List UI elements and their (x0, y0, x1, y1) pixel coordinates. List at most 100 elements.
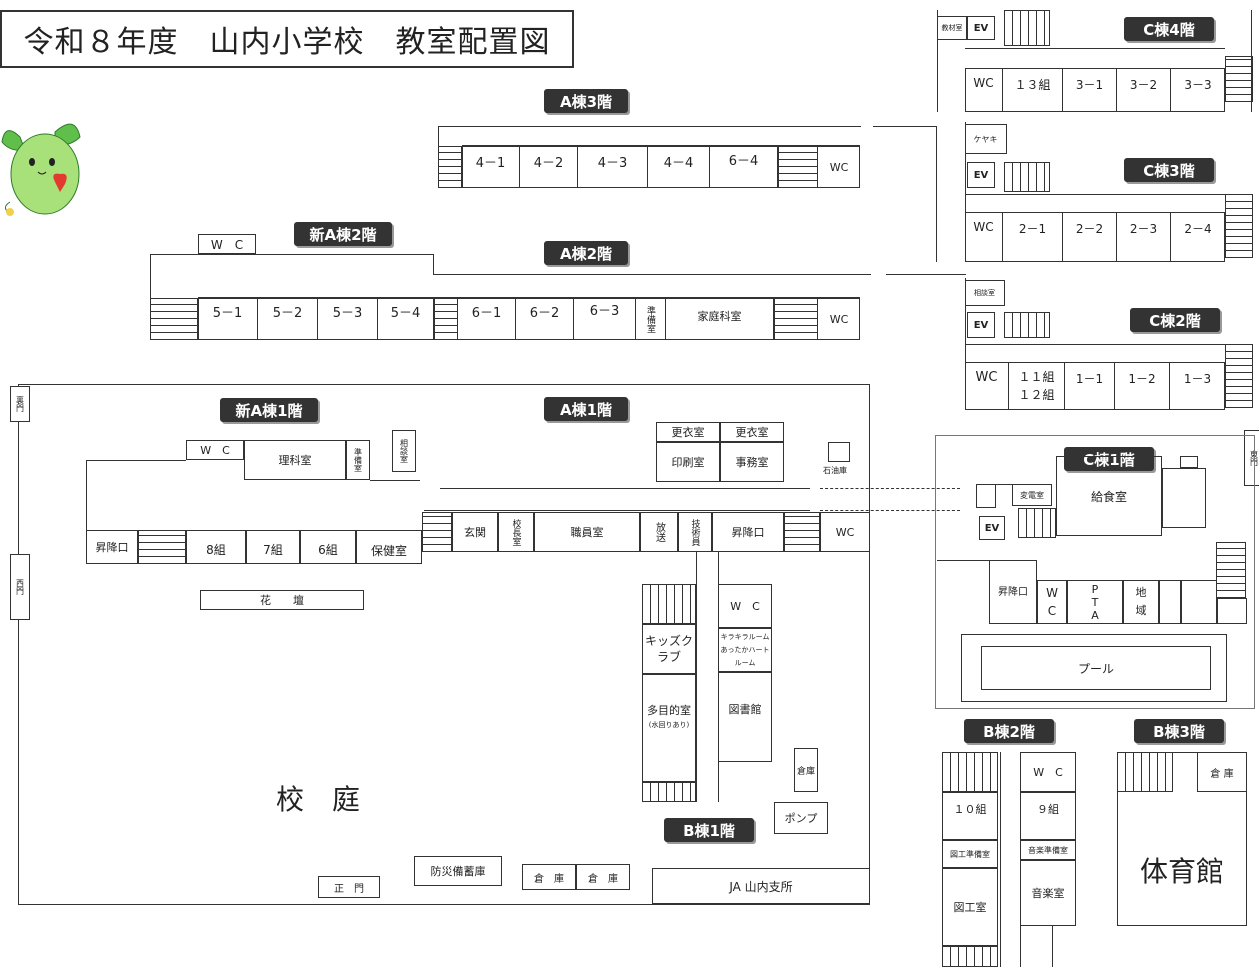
c3-stairs-right (1225, 194, 1253, 258)
ground-bottom (18, 904, 870, 905)
a1-changing-1: 更衣室 (656, 422, 720, 442)
flowerbed: 花 壇 (200, 590, 364, 610)
c3-ev: EV (973, 169, 989, 181)
c2-corridor (965, 344, 1225, 345)
c1-kitchen-tab (1180, 456, 1198, 468)
a2-room-5-1: 5－1 (198, 298, 258, 340)
ground-top (18, 384, 870, 385)
a1-corridor-top (440, 488, 810, 489)
new-a1-stairs (138, 530, 186, 564)
b1-stairs-top (642, 584, 696, 624)
a1-office: 事務室 (720, 442, 784, 482)
new-a1-wc: W C (186, 440, 244, 460)
c1-box-a (1159, 580, 1181, 624)
a2-room-5-3: 5－3 (318, 298, 378, 340)
a3-outer-top (438, 126, 861, 127)
c4-wc: WC (965, 68, 1003, 112)
c4-ev: EV (973, 22, 989, 34)
new-a1-top (86, 460, 186, 461)
c2-room-1-1: 1－1 (1065, 362, 1115, 410)
storage-2: 倉 庫 (576, 864, 630, 890)
schoolyard-label: 校 庭 (276, 783, 361, 816)
title-box: 令和８年度 山内小学校 教室配置図 (0, 10, 574, 68)
c2-counseling: 相談室 (965, 280, 1005, 306)
a3-stairs-left (438, 146, 462, 188)
a1-broadcast: 放送 (640, 512, 678, 552)
b2-art-prep: 図工準備室 (942, 840, 998, 868)
c1-box-c (1217, 598, 1247, 624)
b1-corridor-left (696, 552, 697, 802)
c3-room-2-2: 2－2 (1063, 212, 1117, 262)
b3-outer (1117, 752, 1247, 926)
a2-room-6-2: 6－2 (516, 298, 574, 340)
new-a1-left (86, 460, 87, 530)
a2-room-6-1: 6－1 (458, 298, 516, 340)
a3-room-4-1: 4－1 (462, 146, 520, 188)
c1-transformer: 変電室 (1012, 484, 1052, 506)
a3-stairs-right (778, 146, 818, 188)
c3-stairs (1004, 162, 1050, 192)
ground-left (18, 384, 19, 904)
b1-multi-label: 多目的室 (647, 704, 691, 717)
a1-wc: WC (820, 512, 870, 552)
a1-principal: 校長室 (498, 512, 534, 552)
floor-label-new-a1: 新A棟1階 (220, 398, 318, 422)
c4-room-13: １３組 (1003, 68, 1063, 112)
west-gate: 西門 (10, 554, 30, 620)
floor-label-a1: A棟1階 (544, 397, 628, 421)
c1-box-b (1181, 580, 1217, 624)
c2-elevator: EV (967, 312, 995, 338)
c2-room-1-2: 1－2 (1115, 362, 1170, 410)
b1-kids-club: キッズクラブ (642, 624, 696, 674)
a2-room-row (198, 298, 860, 340)
a3-room-4-3: 4－3 (578, 146, 648, 188)
page-title: 令和８年度 山内小学校 教室配置図 (23, 25, 551, 60)
c2-ev: EV (973, 319, 989, 331)
new-a1-wc-label: W C (200, 444, 230, 457)
a1-stairs-left (422, 512, 452, 552)
a1-print-room: 印刷室 (656, 442, 720, 482)
new-a1-room-8: 8組 (186, 530, 246, 564)
pool-outer (961, 634, 1227, 702)
floor-label-b1: B棟1階 (664, 818, 754, 842)
c3-elevator: EV (967, 162, 995, 188)
new-a1-top2 (370, 480, 420, 481)
new-a1-entry: 昇降口 (86, 530, 138, 564)
new-a1-room-7: 7組 (246, 530, 300, 564)
a2-home-ec: 家庭科室 (666, 298, 774, 340)
c1-pta: P T A (1067, 580, 1123, 624)
c1-kitchen: 給食室 (1056, 456, 1162, 536)
c4-corridor (965, 48, 1225, 49)
c1-kitchen-side (1162, 468, 1206, 528)
b2-music-prep: 音楽準備室 (1020, 840, 1076, 860)
a3-room-4-4: 4－4 (648, 146, 710, 188)
c4-room-3-2: 3－2 (1117, 68, 1171, 112)
health-room: 保健室 (356, 530, 422, 564)
c4-stairs-right (1225, 56, 1253, 102)
c1-wall-left (937, 560, 989, 561)
a1-entry: 昇降口 (712, 512, 784, 552)
a2-corridor (198, 297, 860, 298)
a3-room-4-2: 4－2 (520, 146, 578, 188)
b1-heart-room: キラキラルーム あったかハートルーム (718, 628, 772, 672)
new-a1-room-6: 6組 (300, 530, 356, 564)
c1-entry: 昇降口 (989, 560, 1037, 624)
a1-tech-label: 技術員 (689, 518, 700, 546)
b1-stairs-bottom (642, 782, 696, 802)
a2-room-5-2: 5－2 (258, 298, 318, 340)
c1-elevator: EV (979, 516, 1005, 540)
c3-wc: WC (965, 212, 1003, 262)
b2-music-room: 音楽室 (1020, 860, 1076, 926)
a2-room-5-4: 5－4 (378, 298, 434, 340)
c3-keyaki: ケヤキ (965, 124, 1007, 154)
a2-stairs-right (774, 298, 818, 340)
a2-outer-top2 (433, 274, 871, 275)
b1-storage: 倉庫 (794, 748, 818, 792)
b2-art-room: 図工室 (942, 868, 998, 946)
c4-material: 教材室 (937, 16, 967, 40)
b1-library: 図書館 (718, 672, 772, 762)
c1-community: 地 域 (1123, 580, 1159, 624)
science-room: 理科室 (244, 440, 346, 480)
ground-right (869, 384, 870, 904)
b1-multi-note: (水回りあり) (648, 721, 690, 729)
